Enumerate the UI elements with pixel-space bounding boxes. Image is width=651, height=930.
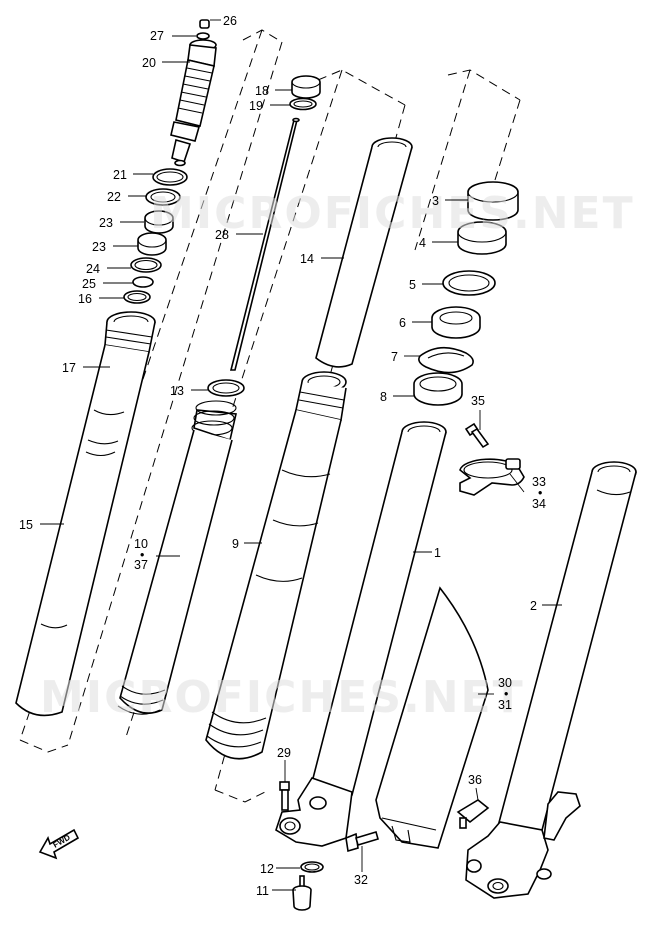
seal-ring-stack	[123, 168, 188, 304]
outer-tube-9	[205, 371, 347, 760]
callout-13: 13	[170, 384, 184, 398]
spring-cylinder	[117, 379, 245, 715]
callout-27: 27	[150, 29, 164, 43]
callout-32: 32	[354, 873, 368, 887]
callout-link-dot-30-31: •	[504, 687, 508, 701]
callout-36: 36	[468, 773, 482, 787]
callout-labels: 26 27 20 21 22 23 23 24 25 16 17 15 18 1…	[19, 14, 546, 898]
watermark-top: MICROFICHES.NET	[150, 188, 635, 239]
callout-25: 25	[82, 277, 96, 291]
callout-19: 19	[249, 99, 263, 113]
callout-6: 6	[399, 316, 406, 330]
callout-23-lower: 23	[92, 240, 106, 254]
callout-7: 7	[391, 350, 398, 364]
outer-slider-1	[275, 421, 447, 847]
callout-34: 34	[532, 497, 546, 511]
inner-tube-left	[15, 311, 156, 717]
bolt-29	[279, 781, 290, 811]
upper-tube-14	[315, 137, 413, 368]
callout-link-dot-33-34: •	[538, 486, 542, 500]
callout-8: 8	[380, 390, 387, 404]
callout-18: 18	[255, 84, 269, 98]
callout-12: 12	[260, 862, 274, 876]
outer-slider-2	[465, 461, 637, 899]
callout-35: 35	[471, 394, 485, 408]
callout-11: 11	[256, 884, 269, 898]
callout-5: 5	[409, 278, 416, 292]
watermark-bottom: MICROFICHES.NET	[40, 672, 525, 723]
callout-4: 4	[419, 236, 426, 250]
callout-24: 24	[86, 262, 100, 276]
callout-16: 16	[78, 292, 92, 306]
bolt-32	[345, 831, 379, 853]
callout-30: 30	[498, 676, 512, 690]
callout-9: 9	[232, 537, 239, 551]
forward-arrow-icon: FWD	[38, 828, 80, 860]
callout-26: 26	[223, 14, 237, 28]
drain-bolt	[292, 861, 324, 911]
damper-rod	[229, 117, 300, 371]
callout-23-upper: 23	[99, 216, 113, 230]
callout-15: 15	[19, 518, 33, 532]
callout-20: 20	[142, 56, 156, 70]
callout-21: 21	[113, 168, 127, 182]
hose-bracket	[456, 799, 490, 829]
fork-guard	[375, 586, 489, 849]
leader-lines	[40, 19, 562, 891]
callout-22: 22	[107, 190, 121, 204]
callout-33: 33	[532, 475, 546, 489]
bush-seal-stack-right	[413, 181, 519, 406]
callout-2: 2	[530, 599, 537, 613]
callout-14: 14	[300, 252, 314, 266]
callout-17: 17	[62, 361, 76, 375]
callout-10: 10	[134, 537, 148, 551]
axle-clamp	[459, 422, 525, 496]
top-cap-assembly	[170, 19, 217, 167]
callout-37: 37	[134, 558, 148, 572]
callout-1: 1	[434, 546, 441, 560]
callout-28: 28	[215, 228, 229, 242]
callout-3: 3	[432, 194, 439, 208]
piston-rings	[289, 75, 321, 111]
callout-29: 29	[277, 746, 291, 760]
callout-31: 31	[498, 698, 512, 712]
callout-link-dot-10-37: •	[140, 548, 144, 562]
